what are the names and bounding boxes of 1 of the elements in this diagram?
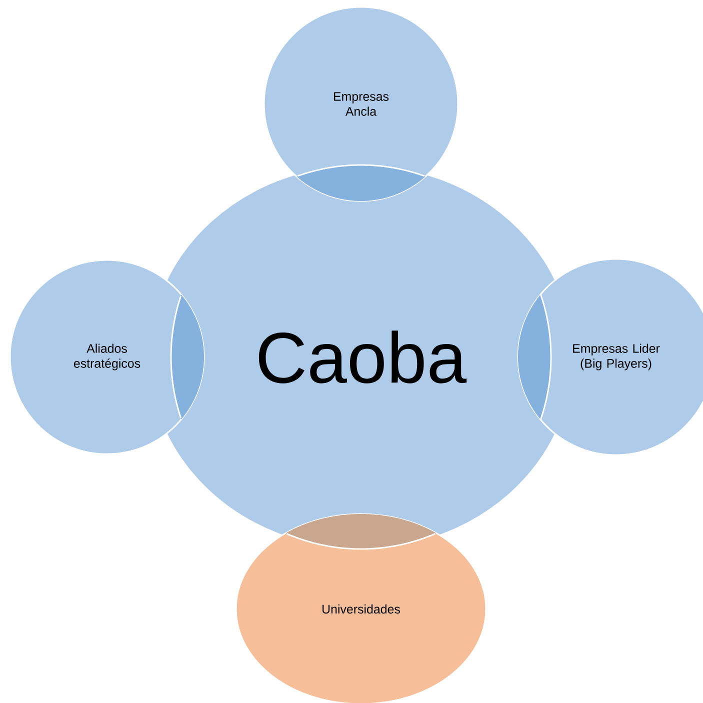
node-label: Empresas Lider (Big Players) bbox=[573, 344, 660, 370]
